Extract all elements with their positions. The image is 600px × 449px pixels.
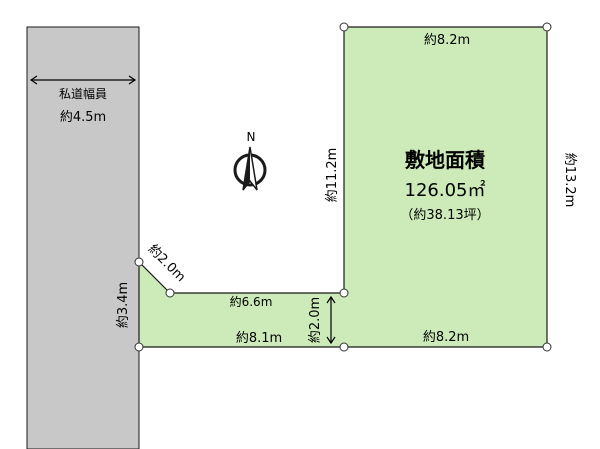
private-road (26, 26, 140, 449)
lot-corner-markers (134, 22, 552, 352)
corner-marker (134, 257, 144, 267)
road-name-label: 私道幅員 (59, 86, 107, 101)
dimension-inner-left: 約11.2m (325, 148, 340, 203)
step-dimension-arrow (326, 295, 336, 345)
corner-marker (165, 288, 175, 298)
corner-marker (134, 342, 144, 352)
road-width-dimension (29, 75, 137, 85)
dimension-top: 約8.2m (424, 33, 470, 48)
dimension-flag-top: 約6.6m (230, 294, 273, 309)
area-m2: 126.05㎡ (405, 179, 486, 201)
lot-outline (138, 26, 548, 348)
area-tsubo: （約38.13坪） (400, 208, 489, 223)
dimension-step: 約2.0m (308, 297, 323, 343)
road-width-label: 約4.5m (60, 110, 106, 125)
dimension-frontage: 約3.4m (116, 282, 131, 328)
area-title: 敷地面積 (405, 148, 486, 172)
corner-marker (542, 342, 552, 352)
corner-marker (339, 22, 349, 32)
dimension-bottom-right: 約8.2m (423, 330, 469, 345)
corner-marker (339, 288, 349, 298)
dimension-right: 約13.2m (562, 153, 577, 208)
corner-marker (339, 342, 349, 352)
dimension-bottom-left: 約8.1m (236, 331, 282, 346)
north-label: N (247, 130, 256, 144)
north-arrow-icon (233, 146, 267, 191)
corner-marker (542, 22, 552, 32)
